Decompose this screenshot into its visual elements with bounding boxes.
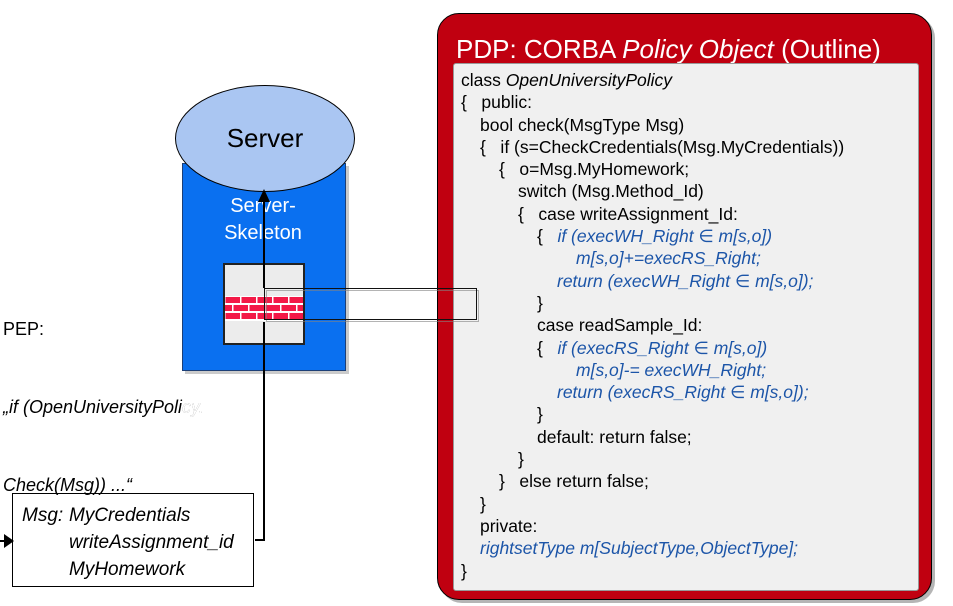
code-line: } [461,560,467,581]
msg-item-1: MyCredentials [69,505,191,526]
code-line: } else return false; [499,471,649,492]
msg-item-2: writeAssignment_id [69,532,234,553]
msg-box: Msg: MyCredentials writeAssignment_id My… [12,493,254,587]
code-line: default: return false; [537,426,692,447]
message-line-upper [263,200,265,288]
pep-label-overlay: PEP: „if (OpenUniversityPolicy. Check(Ms… [3,319,204,495]
code-line: m[s,o]+=execRS_Right; [576,248,761,269]
arrowhead-right-icon [4,534,14,548]
code-line: switch (Msg.Method_Id) [518,181,704,202]
msg-label: Msg: [22,505,64,526]
code-line: rightsetType m[SubjectType,ObjectType]; [480,538,799,559]
pdp-title: PDP: CORBA Policy Object (Outline) [456,34,881,65]
msg-box-connector [255,539,265,541]
pdp-panel: PDP: CORBA Policy Object (Outline) class… [437,13,932,600]
code-line: } [480,493,486,514]
policy-code-panel: class OpenUniversityPolicy{ public:bool … [453,63,919,591]
code-line: bool check(MsgType Msg) [480,114,685,135]
code-line: return (execRS_Right ∈ m[s,o]); [557,382,809,403]
code-line: case readSample_Id: [537,315,703,336]
pep-line1: PEP: [3,319,45,339]
skeleton-label-line1: Server- [182,193,344,220]
pep-pdp-connector [264,288,477,320]
code-line: { case writeAssignment_Id: [518,203,738,224]
code-line: m[s,o]-= execWH_Right; [576,359,767,380]
code-line: { if (s=CheckCredentials(Msg.MyCredentia… [480,136,845,157]
code-line: } [537,292,543,313]
pdp-title-seg2: Policy Object [622,34,774,64]
incoming-arrow-shaft [0,540,7,542]
arrowhead-up-icon [258,189,270,202]
pep-label: PEP: „if (OpenUniversityPolicy. Check(Ms… [3,264,323,550]
code-line: } [518,449,524,470]
pdp-title-seg1: PDP: CORBA [456,34,623,64]
code-line: { public: [461,92,533,113]
policy-code: class OpenUniversityPolicy{ public:bool … [454,64,918,582]
msg-row-2: writeAssignment_id [13,529,253,556]
code-line: class OpenUniversityPolicy [461,70,673,90]
server-label: Server [226,123,304,153]
msg-item-3: MyHomework [69,559,186,580]
code-line: { if (execWH_Right ∈ m[s,o]) [537,226,773,247]
code-line: private: [480,515,538,536]
pdp-title-seg3: (Outline) [773,34,881,64]
msg-row-1: Msg: MyCredentials [13,502,253,529]
code-line: } [537,404,543,425]
message-line-lower [263,322,265,541]
code-line: return (execWH_Right ∈ m[s,o]); [557,270,814,291]
pep-line2: „if (OpenUniversityPolicy. [3,397,204,417]
pep-line3: Check(Msg)) ...“ [3,475,133,495]
code-line: { if (execRS_Right ∈ m[s,o]) [537,337,768,358]
server-ellipse: Server [175,85,355,192]
msg-row-3: MyHomework [13,556,253,583]
code-line: { o=Msg.MyHomework; [499,159,690,180]
